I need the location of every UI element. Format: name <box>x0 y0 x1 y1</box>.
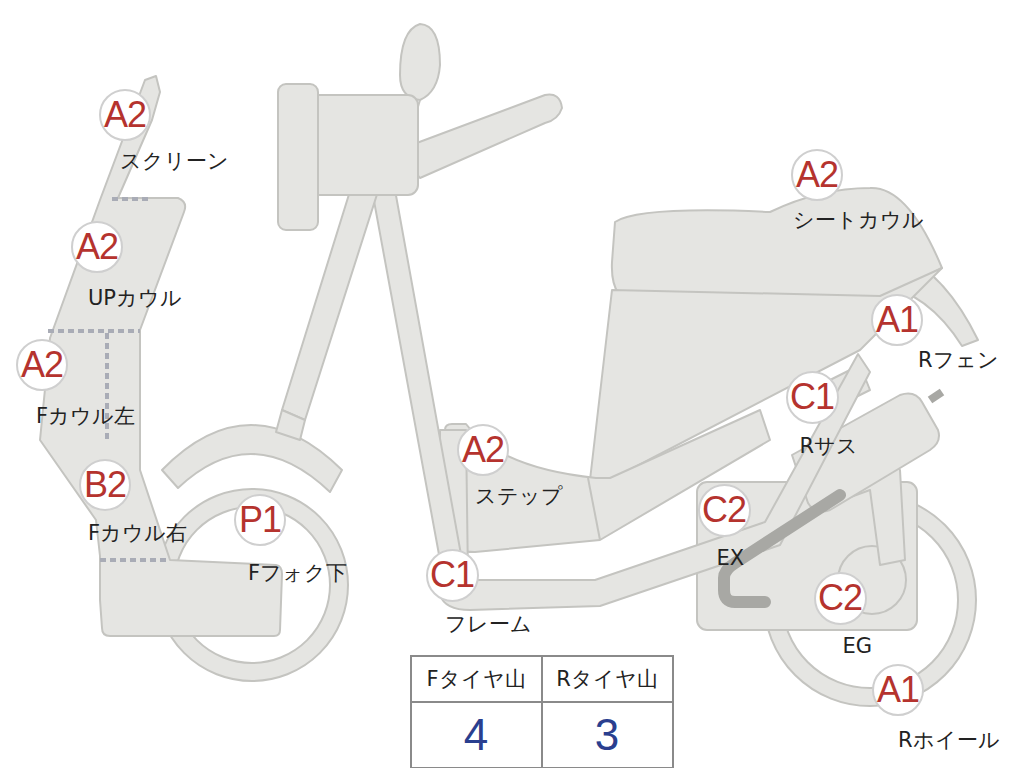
tread-value: 4 <box>464 710 488 760</box>
seat <box>612 188 942 306</box>
damage-code: A2 <box>76 229 118 265</box>
part-name: Rホイール <box>898 729 1000 752</box>
frame <box>440 354 870 610</box>
damage-callout: P1Fフォク下 <box>234 494 286 546</box>
callout-circle: C2 <box>814 572 867 625</box>
table-frame <box>411 656 673 768</box>
damage-code: A2 <box>796 157 838 193</box>
shock-rod <box>930 392 942 400</box>
front-fender <box>162 425 342 492</box>
damage-callout: A2ステップ <box>457 424 509 476</box>
damage-callout: A2UPカウル <box>71 221 123 273</box>
damage-code: C1 <box>430 557 474 593</box>
damage-code: C2 <box>702 492 746 528</box>
table-header: Fタイヤ山 <box>426 665 525 693</box>
callout-circle: C2 <box>698 484 751 537</box>
step-floor <box>445 410 770 552</box>
damage-callout: A1Rホイール <box>872 664 924 716</box>
part-name: Fカウル左 <box>36 405 135 428</box>
part-name: Fフォク下 <box>248 562 347 585</box>
part-name: EX <box>717 547 745 570</box>
callout-circle: A2 <box>71 221 123 273</box>
callout-circle: P1 <box>234 494 286 546</box>
damage-callout: A2スクリーン <box>99 89 151 141</box>
handlebar <box>398 95 562 178</box>
damage-code: C2 <box>818 580 862 616</box>
part-name: スクリーン <box>120 150 229 173</box>
callout-circle: A1 <box>872 664 924 716</box>
mirror <box>400 24 440 100</box>
damage-code: A2 <box>462 432 504 468</box>
damage-callout: B2Fカウル右 <box>79 459 131 511</box>
callout-circle: C1 <box>426 549 479 602</box>
seam-dots <box>112 197 150 201</box>
part-name: シートカウル <box>793 209 924 232</box>
seam-dots <box>100 558 170 562</box>
part-name: Fカウル右 <box>88 522 187 545</box>
table-header: Rタイヤ山 <box>556 665 658 693</box>
damage-code: A1 <box>877 672 919 708</box>
callout-circle: A2 <box>16 339 68 391</box>
damage-callout: C2EG <box>814 572 867 625</box>
headlight <box>278 84 318 230</box>
callout-circle: A2 <box>99 89 151 141</box>
part-name: UPカウル <box>88 287 182 310</box>
damage-callout: A2シートカウル <box>791 149 843 201</box>
seam-dots <box>48 329 140 333</box>
part-name: EG <box>843 635 873 658</box>
damage-callout: C1Rサス <box>786 371 839 424</box>
step-seam <box>588 478 600 540</box>
fork-clamp <box>276 410 305 440</box>
damage-callout: A2Fカウル左 <box>16 339 68 391</box>
table-rule <box>541 656 543 768</box>
damage-code: B2 <box>84 467 126 503</box>
callout-circle: A2 <box>791 149 843 201</box>
callout-circle: C1 <box>786 371 839 424</box>
damage-code: A2 <box>104 97 146 133</box>
damage-code: A1 <box>876 302 918 338</box>
tread-value: 3 <box>595 710 619 760</box>
damage-callout: A1Rフェン <box>871 294 923 346</box>
damage-code: C1 <box>790 379 834 415</box>
damage-callout: C1フレーム <box>426 549 479 602</box>
down-tube <box>372 190 462 560</box>
callout-circle: A1 <box>871 294 923 346</box>
front-cowl <box>40 76 282 636</box>
part-name: Rサス <box>800 435 859 458</box>
part-name: ステップ <box>475 485 563 508</box>
part-name: Rフェン <box>918 349 999 372</box>
damage-callout: C2EX <box>698 484 751 537</box>
callout-circle: A2 <box>457 424 509 476</box>
callout-circle: B2 <box>79 459 131 511</box>
part-name: フレーム <box>445 613 532 636</box>
damage-code: P1 <box>239 502 281 538</box>
damage-code: A2 <box>21 347 63 383</box>
